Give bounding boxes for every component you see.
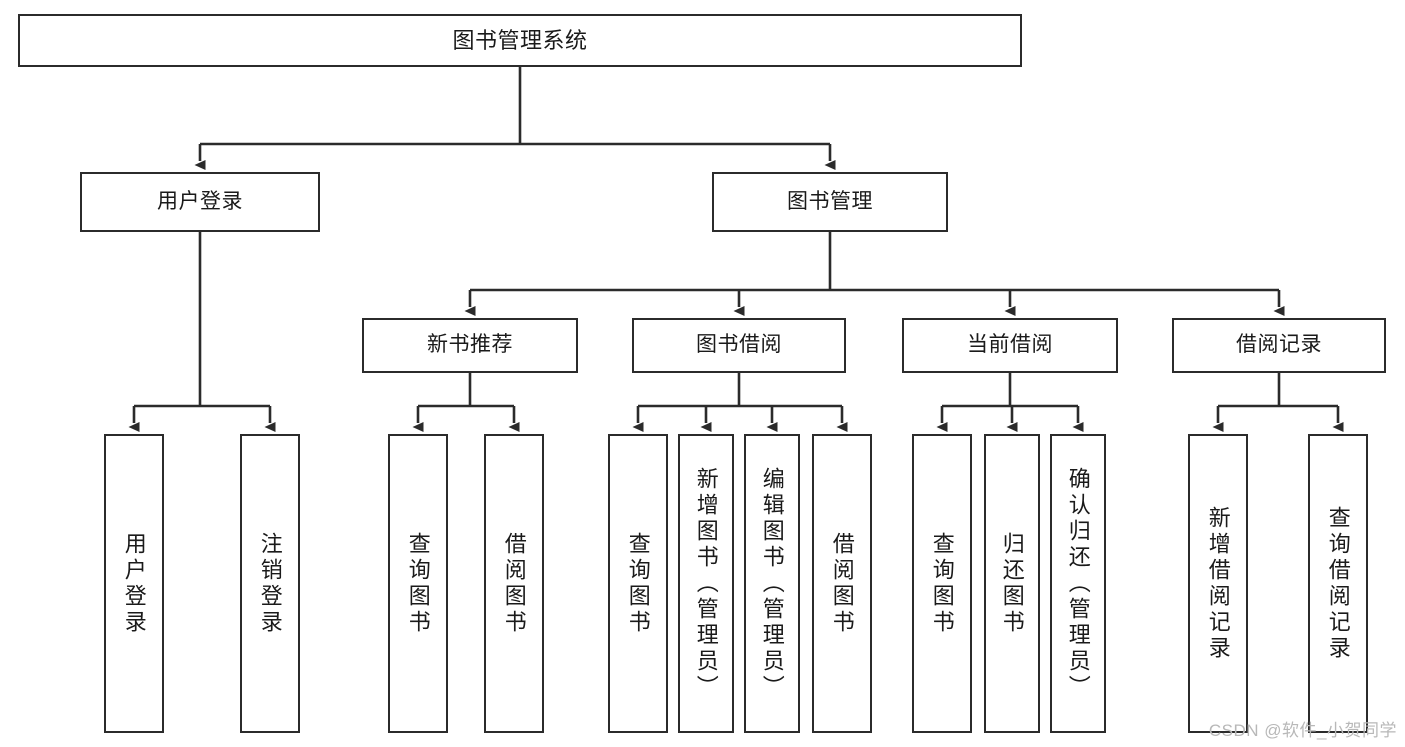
leaf-user-login-label: 用户登录 [121,531,147,636]
leaf-confirm-return-label: 确认归还（管理员） [1065,466,1091,701]
leaf-confirm-return[interactable]: 确认归还（管理员） [1050,434,1106,733]
leaf-query-book-2[interactable]: 查询图书 [608,434,668,733]
leaf-return-book-label: 归还图书 [999,531,1025,636]
node-user-login-label: 用户登录 [157,189,243,213]
node-borrow-record-label: 借阅记录 [1236,333,1322,357]
leaf-query-book-1[interactable]: 查询图书 [388,434,448,733]
leaf-borrow-book-1-label: 借阅图书 [501,531,527,636]
node-new-book-recommend-label: 新书推荐 [427,333,513,357]
leaf-query-book-2-label: 查询图书 [625,531,651,636]
leaf-add-book-label: 新增图书（管理员） [693,466,719,701]
node-book-manage-label: 图书管理 [787,189,873,213]
leaf-return-book[interactable]: 归还图书 [984,434,1040,733]
node-new-book-recommend[interactable]: 新书推荐 [362,318,578,373]
leaf-edit-book-label: 编辑图书（管理员） [759,466,785,701]
leaf-add-borrow-record[interactable]: 新增借阅记录 [1188,434,1248,733]
node-current-borrow[interactable]: 当前借阅 [902,318,1118,373]
leaf-user-logout[interactable]: 注销登录 [240,434,300,733]
leaf-add-book[interactable]: 新增图书（管理员） [678,434,734,733]
watermark: CSDN @软件_小贺同学 [1208,721,1397,740]
leaf-borrow-book-1[interactable]: 借阅图书 [484,434,544,733]
leaf-query-book-3[interactable]: 查询图书 [912,434,972,733]
node-root[interactable]: 图书管理系统 [18,14,1022,67]
node-book-manage[interactable]: 图书管理 [712,172,948,232]
node-book-borrow[interactable]: 图书借阅 [632,318,846,373]
leaf-user-logout-label: 注销登录 [257,531,283,636]
leaf-edit-book[interactable]: 编辑图书（管理员） [744,434,800,733]
leaf-add-borrow-record-label: 新增借阅记录 [1205,505,1231,662]
node-current-borrow-label: 当前借阅 [967,333,1053,357]
leaf-borrow-book-2[interactable]: 借阅图书 [812,434,872,733]
node-borrow-record[interactable]: 借阅记录 [1172,318,1386,373]
leaf-query-book-1-label: 查询图书 [405,531,431,636]
leaf-query-book-3-label: 查询图书 [929,531,955,636]
leaf-query-borrow-record[interactable]: 查询借阅记录 [1308,434,1368,733]
leaf-user-login[interactable]: 用户登录 [104,434,164,733]
leaf-query-borrow-record-label: 查询借阅记录 [1325,505,1351,662]
node-user-login[interactable]: 用户登录 [80,172,320,232]
node-root-label: 图书管理系统 [452,27,588,53]
leaf-borrow-book-2-label: 借阅图书 [829,531,855,636]
node-book-borrow-label: 图书借阅 [696,333,782,357]
